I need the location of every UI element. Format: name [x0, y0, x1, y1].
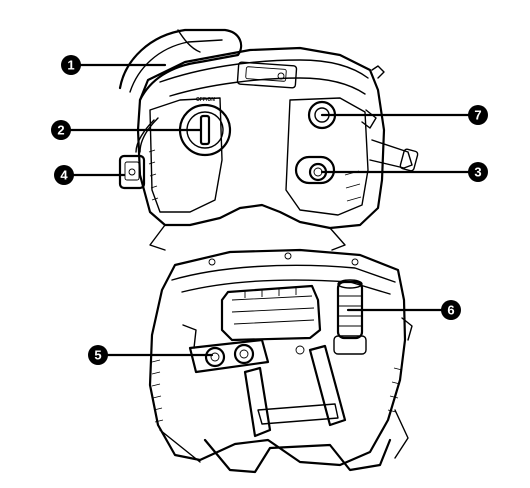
callout-3-label: 3 — [474, 165, 481, 180]
callout-1-label: 1 — [67, 58, 74, 73]
svg-text:OFF/ON: OFF/ON — [196, 97, 215, 103]
callout-6: 6 — [441, 300, 461, 320]
callout-7-label: 7 — [474, 108, 481, 123]
callout-leaders — [64, 63, 474, 357]
callout-7: 7 — [468, 105, 488, 125]
callout-5-label: 5 — [94, 348, 101, 363]
callout-2-label: 2 — [57, 123, 64, 138]
callout-3: 3 — [468, 162, 488, 182]
callout-4-label: 4 — [60, 168, 68, 183]
device-rear-view — [148, 248, 413, 474]
callout-1: 1 — [61, 55, 81, 75]
callout-4: 4 — [54, 165, 74, 185]
device-front-view: OFF/ON — [118, 28, 419, 251]
callout-5: 5 — [88, 345, 108, 365]
callout-6-label: 6 — [447, 303, 454, 318]
callout-2: 2 — [51, 120, 71, 140]
